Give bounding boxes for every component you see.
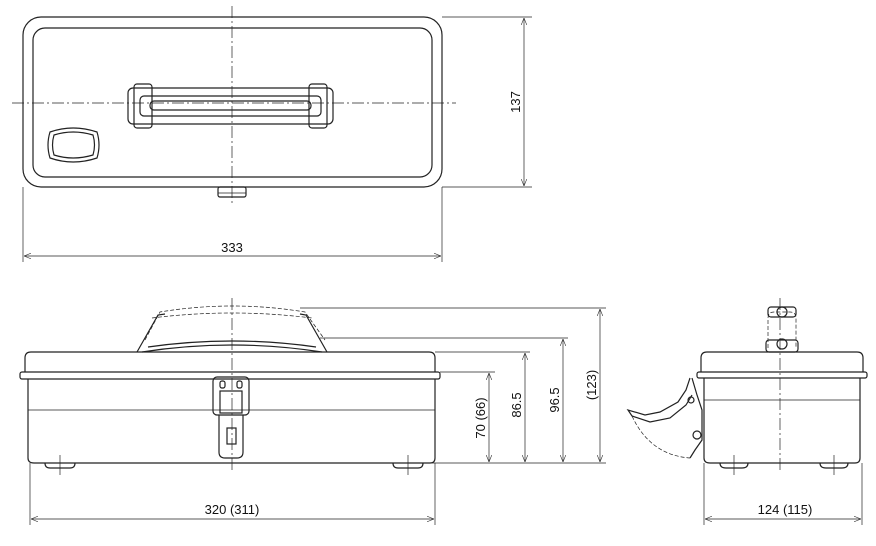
dimension-333: 333	[221, 240, 243, 255]
dimension-96-5: 96.5	[547, 387, 562, 412]
top-view: 137 333	[12, 6, 532, 262]
dimension-137: 137	[508, 91, 523, 113]
dimension-124: 124 (115)	[758, 502, 813, 517]
dimension-86-5: 86.5	[509, 392, 524, 417]
dimension-70: 70 (66)	[473, 397, 488, 438]
handle-top	[127, 83, 334, 129]
front-view: 70 (66) 86.5 96.5 (123) 320 (311)	[19, 298, 606, 525]
emblem	[47, 127, 100, 163]
dimension-123: (123)	[584, 370, 599, 400]
latch-front	[212, 376, 250, 459]
side-view: 124 (115)	[626, 298, 868, 525]
latch-open-side	[626, 377, 703, 459]
dimension-320: 320 (311)	[205, 502, 260, 517]
handle-side	[765, 306, 799, 353]
